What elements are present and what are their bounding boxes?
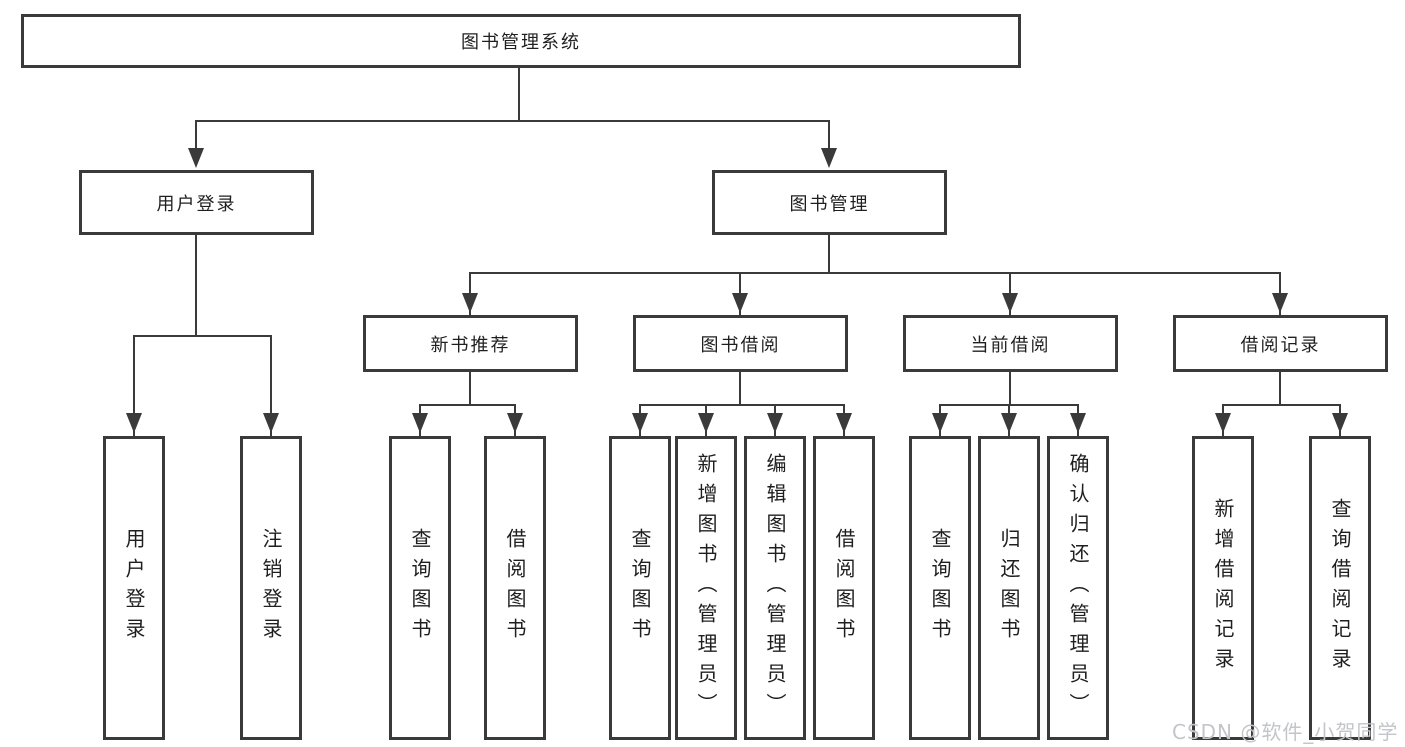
- leaf-borrow-query-books: 查询图书: [609, 436, 671, 740]
- connector-vline: [1279, 372, 1281, 406]
- node-label: 图书借阅: [700, 334, 781, 356]
- node-book-management: 图书管理: [712, 170, 947, 235]
- arrowhead-down-icon: [412, 413, 428, 433]
- arrowhead-down-icon: [1215, 413, 1231, 433]
- node-label: 新书推荐: [430, 334, 511, 356]
- node-label: 查询图书: [628, 528, 652, 648]
- node-label: 归还图书: [997, 528, 1021, 648]
- leaf-edit-books-admin: 编辑图书（管理员）: [744, 436, 806, 740]
- connector-hline: [640, 404, 845, 406]
- node-label: 借阅图书: [503, 528, 527, 648]
- node-label: 借阅图书: [832, 528, 856, 648]
- arrowhead-down-icon: [1070, 413, 1086, 433]
- arrowhead-down-icon: [462, 293, 478, 313]
- leaf-logout: 注销登录: [240, 436, 302, 740]
- connector-vline: [828, 235, 830, 274]
- leaf-recommend-query-books: 查询图书: [389, 436, 451, 740]
- arrowhead-down-icon: [1002, 293, 1018, 313]
- connector-vline: [270, 335, 272, 436]
- arrowhead-down-icon: [188, 148, 204, 168]
- connector-vline: [739, 372, 741, 406]
- node-current-borrowing: 当前借阅: [903, 315, 1118, 372]
- node-label: 用户登录: [122, 528, 146, 648]
- leaf-borrow-books: 借阅图书: [813, 436, 875, 740]
- node-label: 借阅记录: [1240, 334, 1321, 356]
- connector-hline: [420, 404, 516, 406]
- node-label: 新增图书（管理员）: [694, 453, 718, 723]
- connector-vline: [195, 120, 197, 154]
- arrowhead-down-icon: [126, 413, 142, 433]
- node-label: 图书管理系统: [461, 32, 581, 53]
- connector-vline: [133, 335, 135, 436]
- node-label: 查询借阅记录: [1328, 498, 1352, 678]
- node-label: 新增借阅记录: [1211, 498, 1235, 678]
- leaf-current-query-books: 查询图书: [909, 436, 971, 740]
- leaf-recommend-borrow-books: 借阅图书: [484, 436, 546, 740]
- arrowhead-down-icon: [1001, 413, 1017, 433]
- arrowhead-down-icon: [821, 148, 837, 168]
- node-label: 编辑图书（管理员）: [763, 453, 787, 723]
- connector-vline: [1009, 372, 1011, 406]
- arrowhead-down-icon: [1332, 413, 1348, 433]
- connector-vline: [469, 372, 471, 406]
- connector-vline: [518, 68, 520, 122]
- arrowhead-down-icon: [507, 413, 523, 433]
- leaf-add-books-admin: 新增图书（管理员）: [675, 436, 737, 740]
- arrowhead-down-icon: [932, 413, 948, 433]
- arrowhead-down-icon: [1272, 293, 1288, 313]
- leaf-query-borrow-record: 查询借阅记录: [1309, 436, 1371, 740]
- watermark: CSDN @软件_小贺同学: [1172, 720, 1399, 744]
- arrowhead-down-icon: [263, 413, 279, 433]
- connector-vline: [828, 120, 830, 154]
- node-label: 图书管理: [789, 193, 870, 215]
- node-user-login: 用户登录: [79, 170, 314, 235]
- connector-hline: [1223, 404, 1341, 406]
- arrowhead-down-icon: [836, 413, 852, 433]
- node-new-book-recommendation: 新书推荐: [363, 315, 578, 372]
- connector-hline: [133, 335, 272, 337]
- leaf-confirm-return-admin: 确认归还（管理员）: [1047, 436, 1109, 740]
- arrowhead-down-icon: [632, 413, 648, 433]
- node-label: 用户登录: [156, 193, 237, 215]
- leaf-user-login: 用户登录: [103, 436, 165, 740]
- arrowhead-down-icon: [767, 413, 783, 433]
- connector-vline: [195, 235, 197, 337]
- arrowhead-down-icon: [698, 413, 714, 433]
- node-borrowing-records: 借阅记录: [1173, 315, 1388, 372]
- node-label: 确认归还（管理员）: [1066, 453, 1090, 723]
- node-library-management-system: 图书管理系统: [21, 14, 1021, 68]
- leaf-return-books: 归还图书: [978, 436, 1040, 740]
- leaf-add-borrow-record: 新增借阅记录: [1192, 436, 1254, 740]
- node-label: 当前借阅: [970, 334, 1051, 356]
- arrowhead-down-icon: [732, 293, 748, 313]
- node-label: 查询图书: [408, 528, 432, 648]
- node-book-borrowing: 图书借阅: [633, 315, 848, 372]
- connector-hline: [470, 272, 1281, 274]
- node-label: 查询图书: [928, 528, 952, 648]
- connector-hline: [196, 120, 830, 122]
- node-label: 注销登录: [259, 528, 283, 648]
